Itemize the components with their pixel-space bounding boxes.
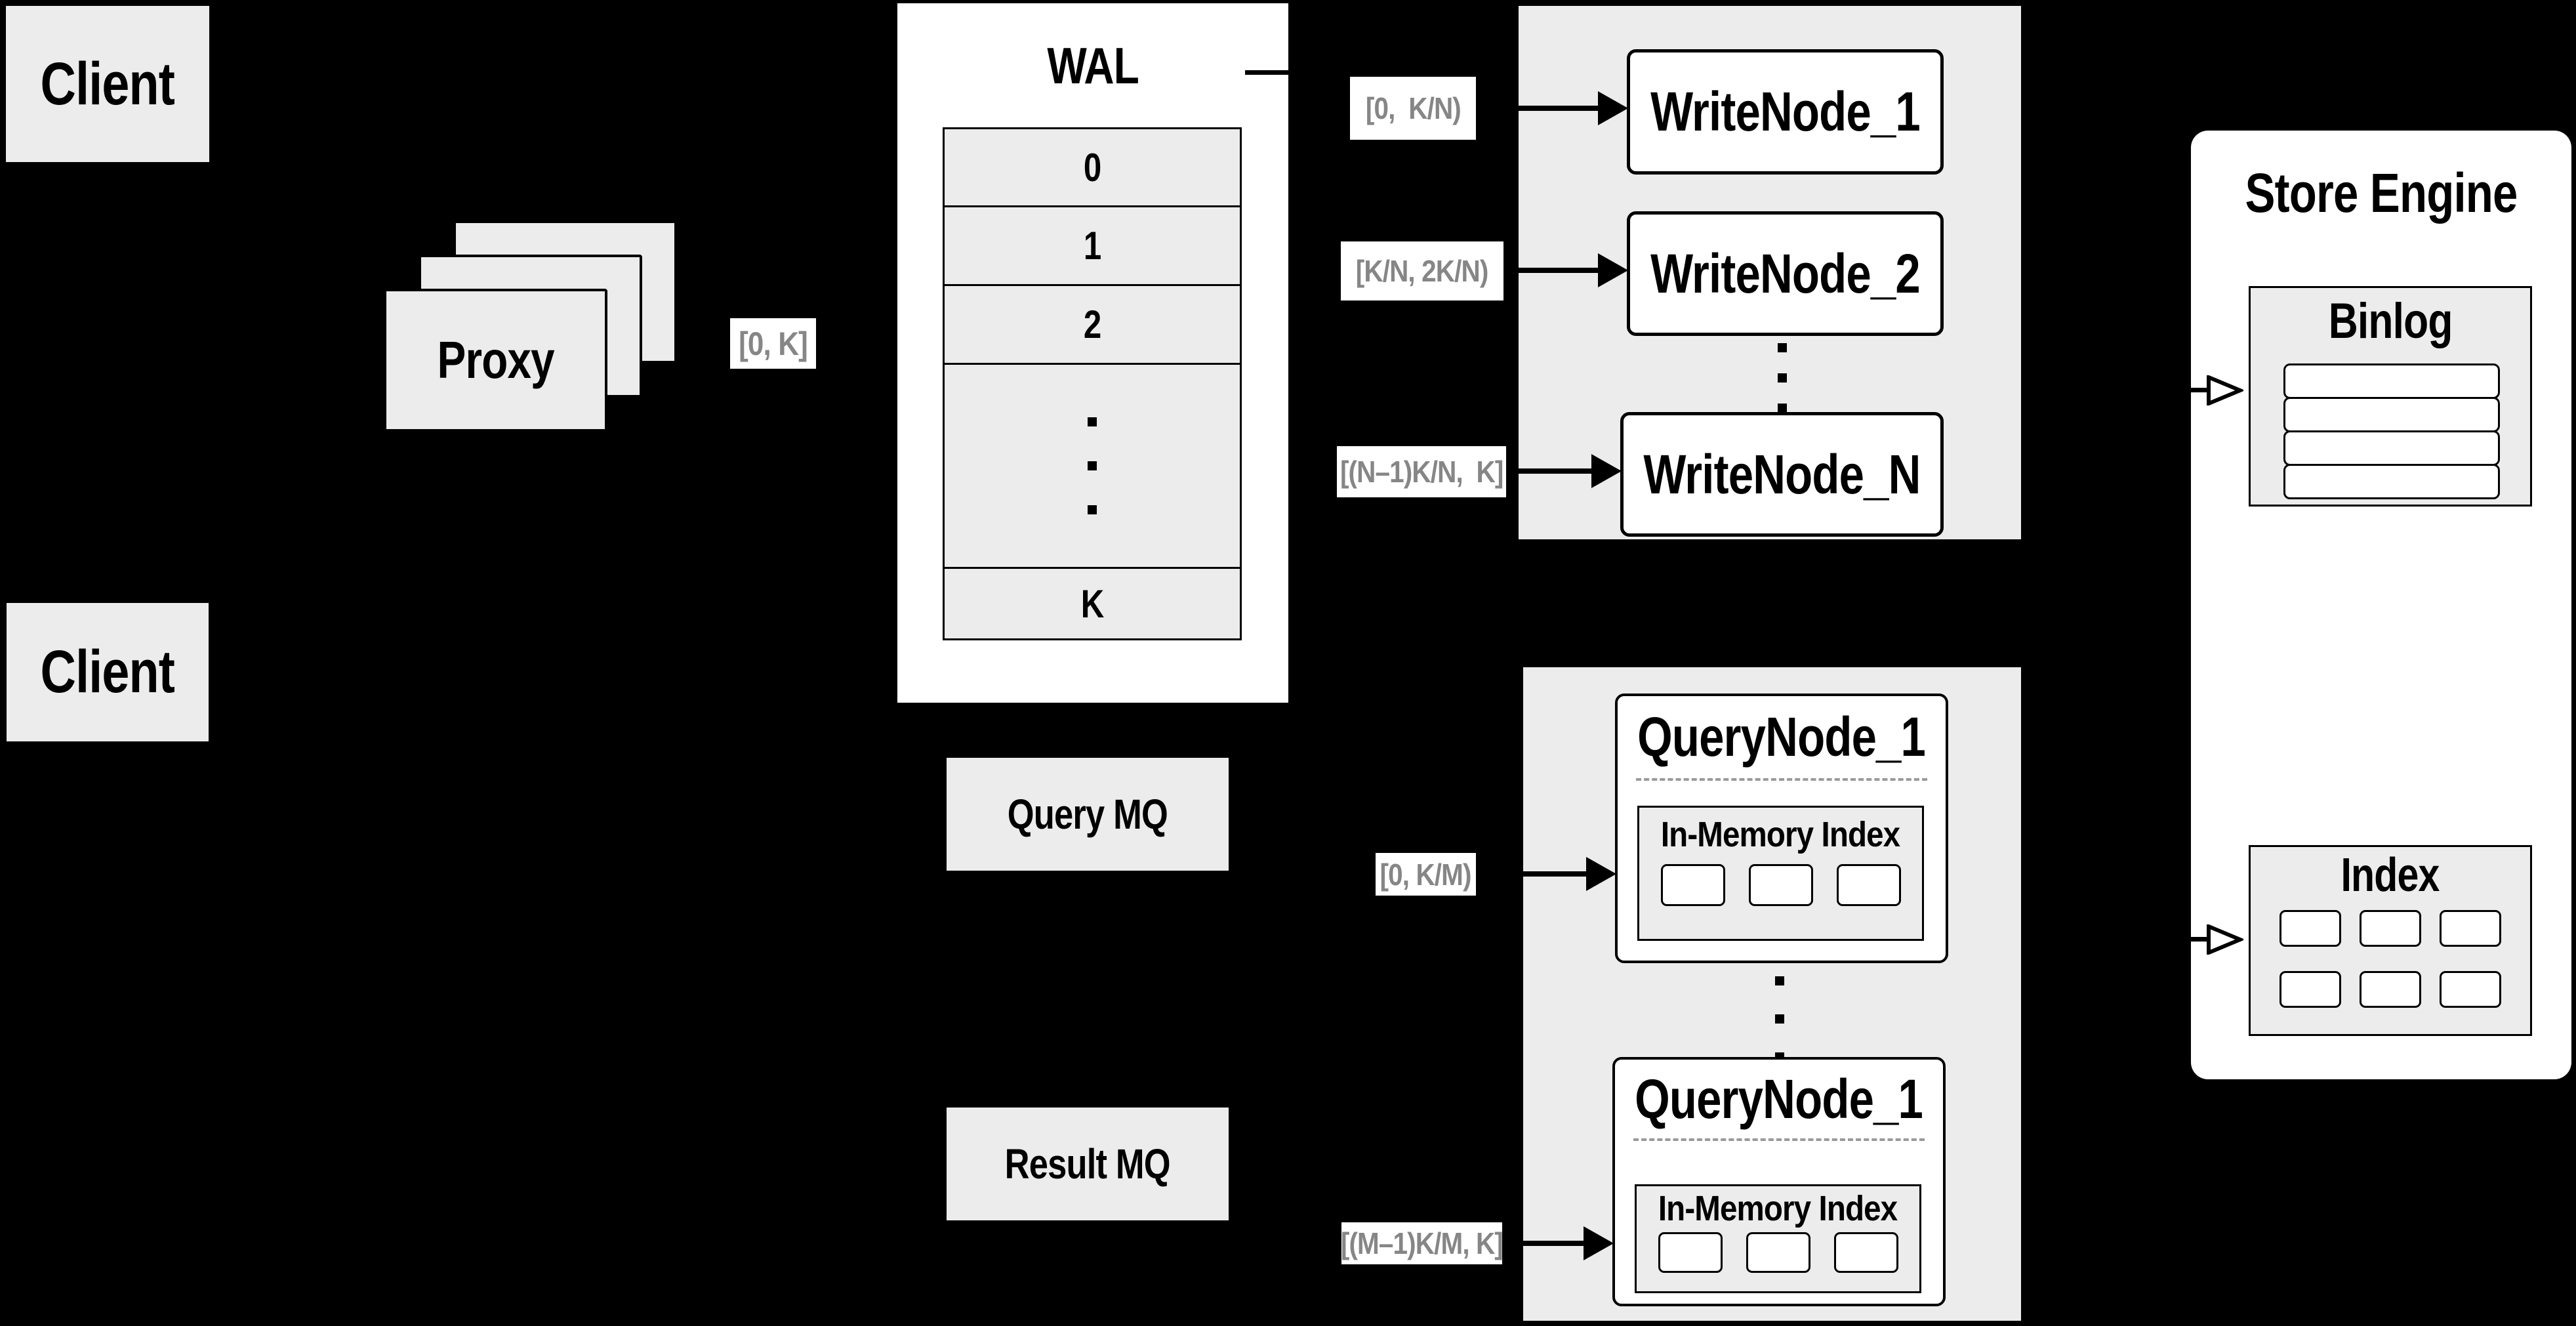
client-top-label: Client xyxy=(40,50,175,117)
in-memory-index-1-box: In-Memory Index xyxy=(1637,806,1924,941)
index-title: Index xyxy=(2341,849,2440,901)
wal-row-2: 2 xyxy=(943,284,1242,365)
binlog-slab xyxy=(2283,363,2500,399)
arrow-head-binlog-open xyxy=(2207,375,2243,405)
write-nodes-ellipsis xyxy=(1778,343,1787,413)
query-node-2-title: QueryNode_1 xyxy=(1635,1067,1924,1130)
arrow-head-write-2 xyxy=(1598,253,1628,287)
range-label-query-m: [(M–1)K/M, K] xyxy=(1341,1222,1503,1264)
arrow-line-binlog xyxy=(2158,388,2211,392)
arrow-line-write-1 xyxy=(1476,106,1601,111)
index-chip xyxy=(1658,1232,1723,1273)
in-memory-index-2-chips xyxy=(1637,1232,1919,1273)
wal-output-line-stub xyxy=(1245,70,1288,75)
client-top-box: Client xyxy=(6,6,209,162)
arrow-head-query-1 xyxy=(1586,857,1616,891)
arrow-head-index-open xyxy=(2207,924,2243,955)
proxy-card-front: Proxy xyxy=(384,289,607,432)
index-chip xyxy=(2440,910,2501,947)
index-chip xyxy=(2280,971,2341,1008)
arrow-line-query-m xyxy=(1505,1241,1585,1246)
binlog-slab xyxy=(2283,397,2500,432)
write-node-n-box: WriteNode_N xyxy=(1620,412,1944,537)
index-chip xyxy=(2360,910,2421,947)
wal-title: WAL xyxy=(1047,36,1139,94)
query-mq-box: Query MQ xyxy=(947,758,1229,871)
in-memory-index-2-title: In-Memory Index xyxy=(1658,1189,1898,1228)
in-memory-index-1-chips xyxy=(1639,864,1922,906)
arrow-head-query-m xyxy=(1584,1226,1614,1260)
store-engine-title: Store Engine xyxy=(2245,161,2518,224)
in-memory-index-2-box: In-Memory Index xyxy=(1635,1184,1921,1293)
range-label-write-1: [0, K/N) xyxy=(1350,77,1476,140)
binlog-slab xyxy=(2283,464,2500,499)
index-chip-row-1 xyxy=(2251,910,2530,947)
binlog-title: Binlog xyxy=(2328,293,2453,349)
query-node-2-box: QueryNode_1 In-Memory Index xyxy=(1612,1057,1946,1306)
arrow-head-write-1 xyxy=(1598,91,1628,125)
range-label-write-2: [K/N, 2K/N) xyxy=(1341,241,1503,300)
query-node-1-separator xyxy=(1636,778,1927,781)
query-node-1-title: QueryNode_1 xyxy=(1637,706,1927,768)
index-chip xyxy=(1748,864,1813,906)
binlog-slabs xyxy=(2283,363,2500,499)
query-nodes-ellipsis xyxy=(1775,976,1784,1062)
result-mq-box: Result MQ xyxy=(947,1108,1229,1220)
wal-row-1: 1 xyxy=(943,205,1242,286)
index-chip xyxy=(1836,864,1901,906)
wal-row-0: 0 xyxy=(943,127,1242,207)
arrow-line-write-2 xyxy=(1503,268,1601,273)
arrow-line-write-n xyxy=(1506,468,1594,474)
index-chip xyxy=(1746,1232,1810,1273)
binlog-box: Binlog xyxy=(2249,286,2532,507)
store-engine-panel: Store Engine Binlog Index xyxy=(2191,131,2571,1079)
index-chip xyxy=(2440,971,2501,1008)
write-node-1-box: WriteNode_1 xyxy=(1627,49,1944,175)
in-memory-index-1-title: In-Memory Index xyxy=(1661,815,1900,854)
query-node-2-separator xyxy=(1633,1138,1925,1141)
index-chip xyxy=(2280,910,2341,947)
write-node-2-box: WriteNode_2 xyxy=(1627,211,1944,336)
range-label-proxy-wal: [0, K] xyxy=(730,318,816,369)
index-chip xyxy=(1833,1232,1898,1273)
index-chip xyxy=(2360,971,2421,1008)
wal-row-k: K xyxy=(943,567,1242,640)
binlog-slab xyxy=(2283,430,2500,466)
wal-title-wrap: WAL xyxy=(897,3,1288,128)
client-bottom-box: Client xyxy=(7,603,209,741)
proxy-label: Proxy xyxy=(437,331,554,389)
wal-row-ellipsis xyxy=(943,363,1242,569)
wal-panel: WAL 0 1 2 K xyxy=(897,3,1288,703)
index-box: Index xyxy=(2249,845,2532,1036)
index-chip xyxy=(1660,864,1725,906)
client-bottom-label: Client xyxy=(40,638,175,705)
range-label-write-n: [(N–1)K/N, K] xyxy=(1337,446,1506,497)
arrow-line-index xyxy=(2158,937,2211,942)
arrow-line-query-1 xyxy=(1479,871,1587,877)
wal-table: 0 1 2 K xyxy=(943,127,1242,640)
query-node-1-box: QueryNode_1 In-Memory Index xyxy=(1615,694,1948,963)
index-chip-row-2 xyxy=(2251,971,2530,1008)
arrow-head-write-n xyxy=(1591,454,1622,488)
range-label-query-1: [0, K/M) xyxy=(1376,853,1476,896)
